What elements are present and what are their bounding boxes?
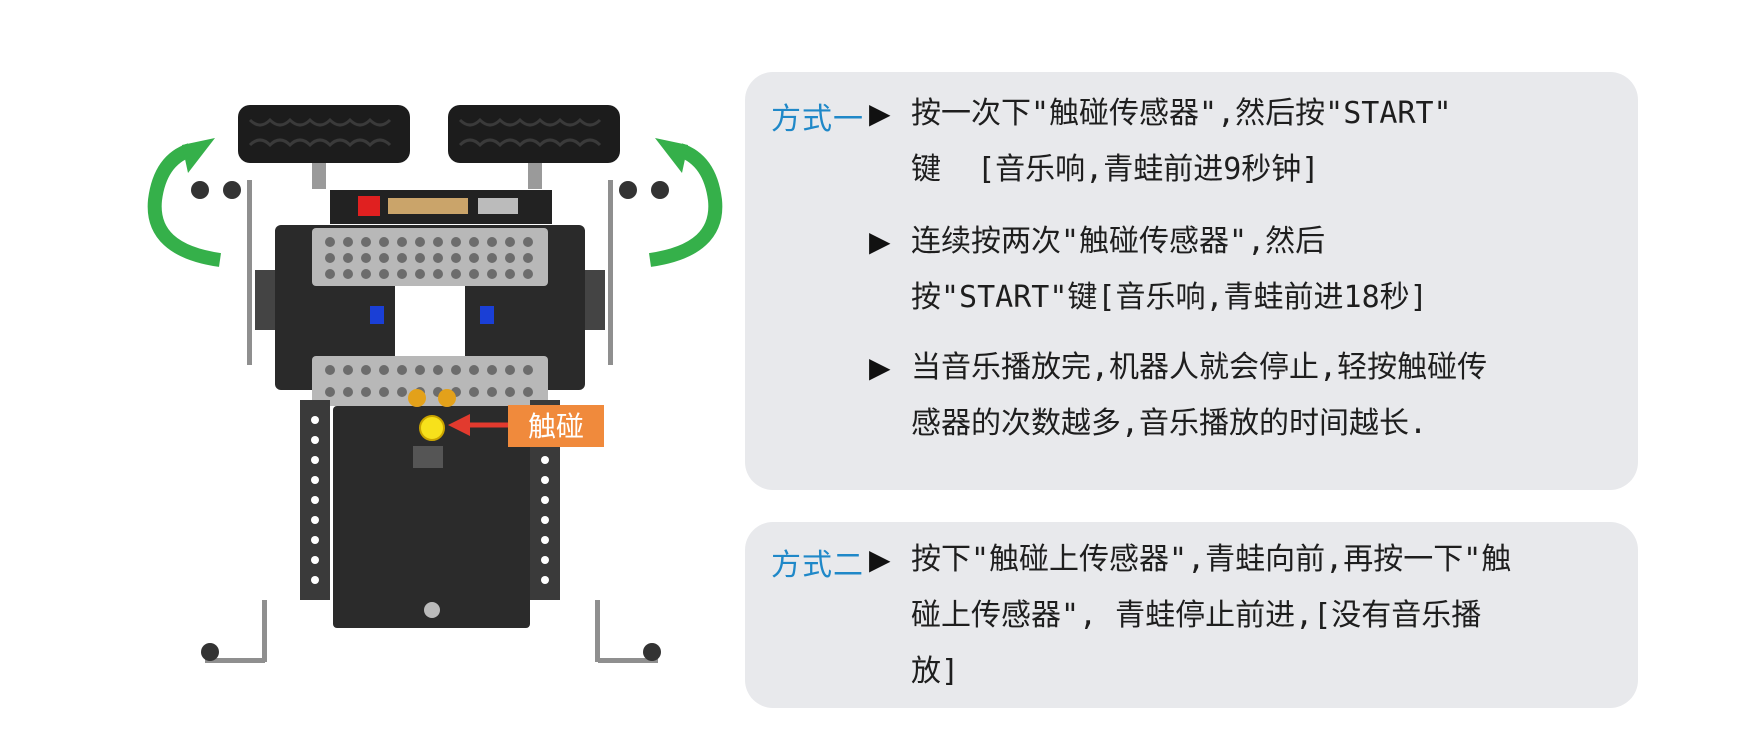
method-1-panel: 方式一 ▶ 按一次下"触碰传感器",然后按"START" 键 [音乐响,青蛙前进… [745,72,1638,490]
play-triangle-icon: ▶ [869,225,891,258]
pointer-arrow-icon [448,414,508,436]
method-2-label: 方式二 [771,548,864,583]
touch-callout-label: 触碰 [528,410,584,443]
method-2-bullet-1: ▶ 按下"触碰上传感器",青蛙向前,再按一下"触 碰上传感器", 青蛙停止前进,… [869,532,1626,700]
play-triangle-icon: ▶ [869,97,891,130]
rotate-arrow-icon [182,138,215,173]
touch-callout [508,405,604,447]
method-2-bullet-1-text: 按下"触碰上传感器",青蛙向前,再按一下"触 碰上传感器", 青蛙停止前进,[没… [911,542,1512,689]
rotate-arrow-icon [147,143,222,267]
method-1-bullet-2-text: 连续按两次"触碰传感器",然后 按"START"键[音乐响,青蛙前进18秒] [911,224,1428,315]
method-1-bullet-1: ▶ 按一次下"触碰传感器",然后按"START" 键 [音乐响,青蛙前进9秒钟] [869,86,1626,198]
touch-sensor [419,415,445,441]
play-triangle-icon: ▶ [869,543,891,576]
method-1-bullet-2: ▶ 连续按两次"触碰传感器",然后 按"START"键[音乐响,青蛙前进18秒] [869,214,1626,326]
left-wheel [238,105,410,189]
method-1-bullet-3: ▶ 当音乐播放完,机器人就会停止,轻按触碰传 感器的次数越多,音乐播放的时间越长… [869,340,1626,452]
right-wheel [448,105,620,189]
rotate-arrow-icon [655,138,688,173]
method-2-panel: 方式二 ▶ 按下"触碰上传感器",青蛙向前,再按一下"触 碰上传感器", 青蛙停… [745,522,1638,708]
robot-illustration: 触碰 [147,105,723,663]
method-1-bullet-3-text: 当音乐播放完,机器人就会停止,轻按触碰传 感器的次数越多,音乐播放的时间越长. [911,350,1488,441]
play-triangle-icon: ▶ [869,351,891,384]
method-1-bullet-1-text: 按一次下"触碰传感器",然后按"START" 键 [音乐响,青蛙前进9秒钟] [911,96,1452,187]
method-1-label: 方式一 [771,102,864,137]
rotate-arrow-icon [648,143,723,267]
